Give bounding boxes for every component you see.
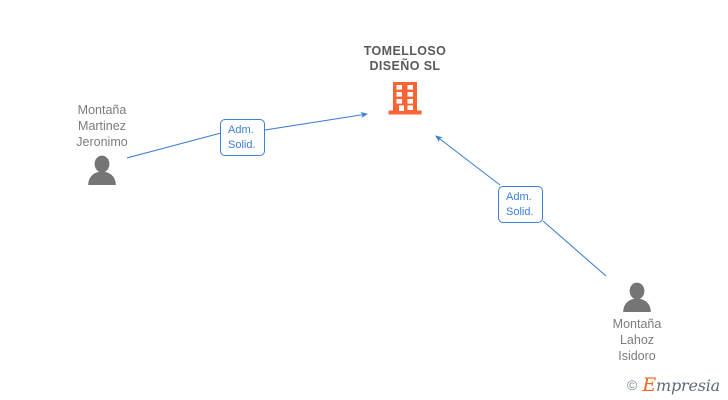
company-node[interactable]: TOMELLOSO DISEÑO SL	[330, 44, 480, 120]
brand-rest: mpresia	[656, 376, 720, 395]
building-icon	[388, 82, 422, 115]
brand-initial: E	[642, 374, 656, 396]
connector-right-lower	[542, 220, 607, 277]
connector-left-upper	[264, 112, 369, 131]
brand-logo: Empresia	[642, 374, 720, 396]
company-title: TOMELLOSO DISEÑO SL	[363, 44, 447, 73]
watermark: © Empresia	[627, 374, 720, 396]
connector-right-upper	[435, 135, 501, 186]
person-right-name: Montaña Lahoz Isidoro	[612, 317, 662, 363]
relation-label-right[interactable]: Adm. Solid.	[498, 186, 543, 223]
connector-left-lower	[126, 132, 222, 159]
person-left-name: Montaña Martinez Jeronimo	[76, 103, 128, 149]
copyright-icon: ©	[627, 377, 638, 393]
person-icon	[88, 155, 116, 185]
person-icon	[623, 282, 651, 312]
person-node-right[interactable]: Montaña Lahoz Isidoro	[572, 282, 702, 364]
person-node-left[interactable]: Montaña Martinez Jeronimo	[37, 102, 167, 185]
relation-label-left[interactable]: Adm. Solid.	[220, 119, 265, 156]
